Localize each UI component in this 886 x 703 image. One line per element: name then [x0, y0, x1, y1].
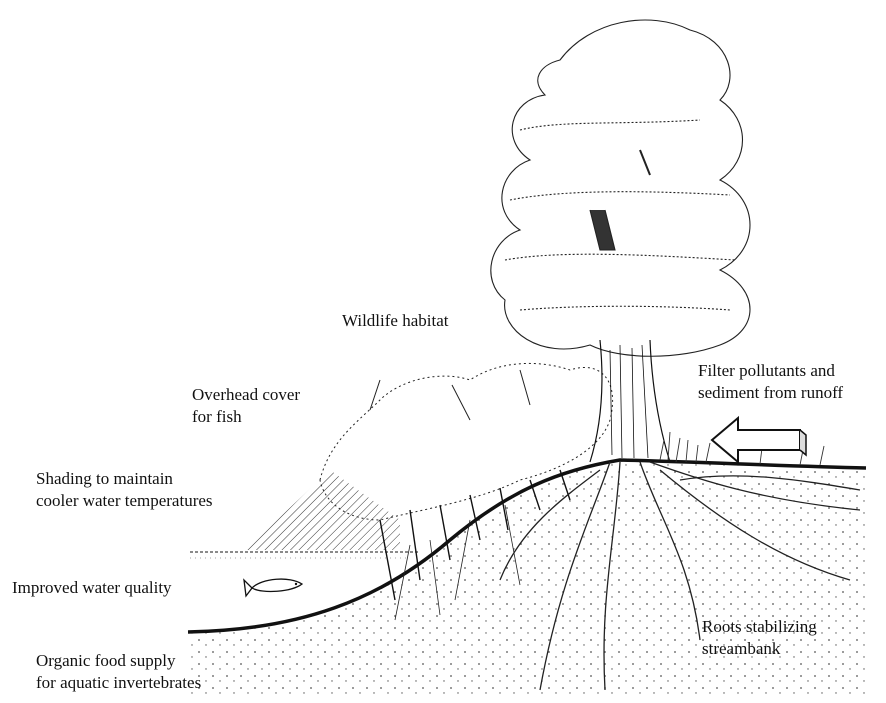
label-water-quality: Improved water quality	[12, 577, 172, 599]
roots-line-2: streambank	[702, 638, 817, 660]
label-roots: Roots stabilizing streambank	[702, 616, 817, 660]
label-organic-food: Organic food supply for aquatic inverteb…	[36, 650, 201, 694]
label-filter-pollutants: Filter pollutants and sediment from runo…	[698, 360, 843, 404]
shrub-branch	[370, 370, 530, 420]
filter-line-2: sediment from runoff	[698, 382, 843, 404]
label-wildlife-habitat: Wildlife habitat	[342, 310, 448, 332]
overhead-line-2: for fish	[192, 406, 300, 428]
water-quality-text: Improved water quality	[12, 577, 172, 599]
filter-line-1: Filter pollutants and	[698, 360, 843, 382]
food-line-1: Organic food supply	[36, 650, 201, 672]
label-overhead-cover: Overhead cover for fish	[192, 384, 300, 428]
label-shading: Shading to maintain cooler water tempera…	[36, 468, 213, 512]
shading-line-2: cooler water temperatures	[36, 490, 213, 512]
roots-line-1: Roots stabilizing	[702, 616, 817, 638]
tree-trunk	[590, 340, 670, 462]
wildlife-habitat-text: Wildlife habitat	[342, 310, 448, 332]
runoff-arrow-icon	[712, 418, 806, 462]
overhead-line-1: Overhead cover	[192, 384, 300, 406]
shading-line-1: Shading to maintain	[36, 468, 213, 490]
fish-icon	[244, 579, 302, 596]
tree-canopy	[491, 20, 750, 356]
food-line-2: for aquatic invertebrates	[36, 672, 201, 694]
shade-wedge	[245, 470, 400, 550]
